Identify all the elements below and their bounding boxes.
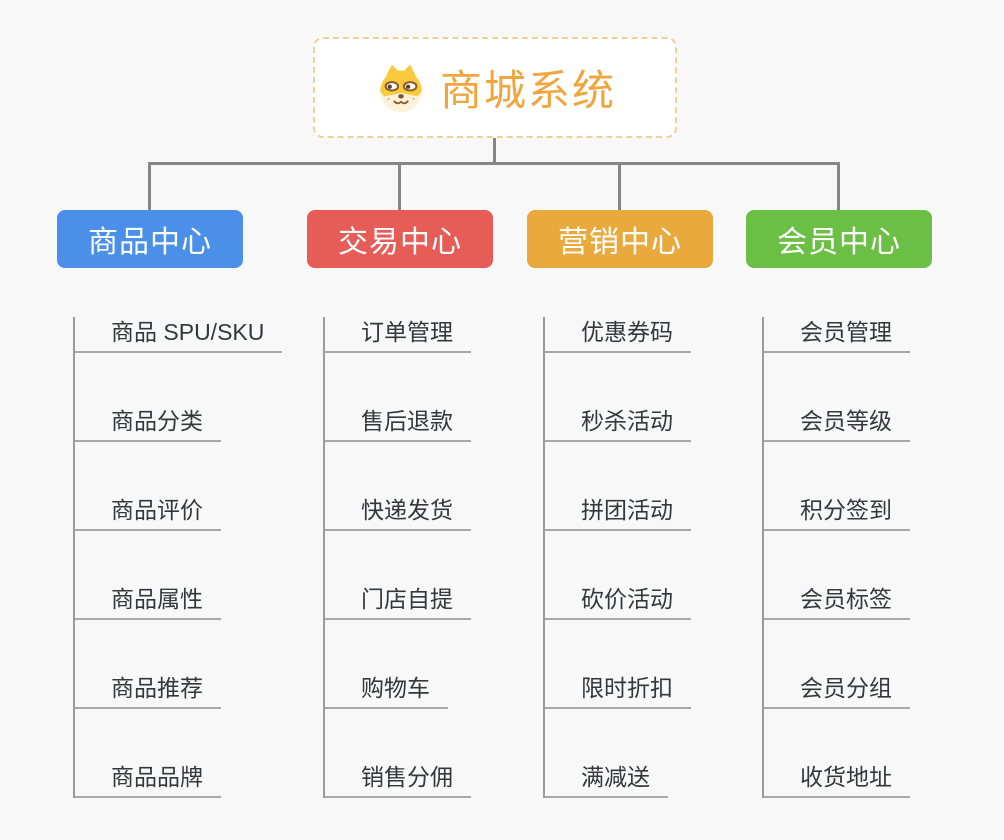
branch-header-label: 交易中心 <box>338 226 462 259</box>
child-topic[interactable]: 秒杀活动 <box>545 406 691 442</box>
branch-column-trade: 交易中心 订单管理售后退款快递发货门店自提购物车销售分佣 <box>307 210 537 798</box>
branch-header-label: 营销中心 <box>558 226 682 259</box>
child-topic[interactable]: 快递发货 <box>325 495 471 531</box>
children-list: 优惠券码秒杀活动拼团活动砍价活动限时折扣满减送 <box>543 317 691 798</box>
child-topic[interactable]: 会员管理 <box>764 317 910 353</box>
branch-header-label: 商品中心 <box>88 226 212 259</box>
children-list: 商品 SPU/SKU 商品分类商品评价商品属性商品推荐商品品牌 <box>73 317 283 798</box>
child-topic[interactable]: 限时折扣 <box>545 673 691 709</box>
child-topic[interactable]: 会员等级 <box>764 406 910 442</box>
child-topic[interactable]: 积分签到 <box>764 495 910 531</box>
child-topic[interactable]: 商品 SPU/SKU <box>75 317 283 353</box>
child-topic[interactable]: 商品属性 <box>75 584 221 620</box>
branch-column-marketing: 营销中心 优惠券码秒杀活动拼团活动砍价活动限时折扣满减送 <box>527 210 757 798</box>
connector-drop <box>618 164 621 210</box>
child-topic[interactable]: 拼团活动 <box>545 495 691 531</box>
child-topic[interactable]: 销售分佣 <box>325 762 471 798</box>
branch-header[interactable]: 商品中心 <box>57 210 243 268</box>
connector-stem <box>493 138 496 165</box>
child-topic[interactable]: 购物车 <box>325 673 448 709</box>
branch-header-label: 会员中心 <box>777 226 901 259</box>
connector-drop <box>148 164 151 210</box>
connector-drop <box>837 164 840 210</box>
child-topic[interactable]: 砍价活动 <box>545 584 691 620</box>
child-topic[interactable]: 收货地址 <box>764 762 910 798</box>
child-topic[interactable]: 会员分组 <box>764 673 910 709</box>
child-topic[interactable]: 满减送 <box>545 762 668 798</box>
dog-face-icon <box>380 64 422 112</box>
child-topic[interactable]: 商品推荐 <box>75 673 221 709</box>
branch-column-member: 会员中心 会员管理会员等级积分签到会员标签会员分组收货地址 <box>746 210 976 798</box>
connector-drop <box>398 164 401 210</box>
child-topic[interactable]: 商品分类 <box>75 406 221 442</box>
child-topic[interactable]: 门店自提 <box>325 584 471 620</box>
connector-bus <box>148 162 840 165</box>
child-topic[interactable]: 会员标签 <box>764 584 910 620</box>
child-topic[interactable]: 订单管理 <box>325 317 471 353</box>
child-topic[interactable]: 商品评价 <box>75 495 221 531</box>
children-list: 会员管理会员等级积分签到会员标签会员分组收货地址 <box>762 317 910 798</box>
root-topic[interactable]: 商城系统 <box>313 37 677 138</box>
child-topic[interactable]: 优惠券码 <box>545 317 691 353</box>
branch-header[interactable]: 会员中心 <box>746 210 932 268</box>
branch-header[interactable]: 营销中心 <box>527 210 713 268</box>
child-topic[interactable]: 售后退款 <box>325 406 471 442</box>
root-title: 商城系统 <box>439 67 616 114</box>
children-list: 订单管理售后退款快递发货门店自提购物车销售分佣 <box>323 317 471 798</box>
child-topic[interactable]: 商品品牌 <box>75 762 221 798</box>
branch-header[interactable]: 交易中心 <box>307 210 493 268</box>
branch-column-product: 商品中心 商品 SPU/SKU 商品分类商品评价商品属性商品推荐商品品牌 <box>57 210 287 798</box>
